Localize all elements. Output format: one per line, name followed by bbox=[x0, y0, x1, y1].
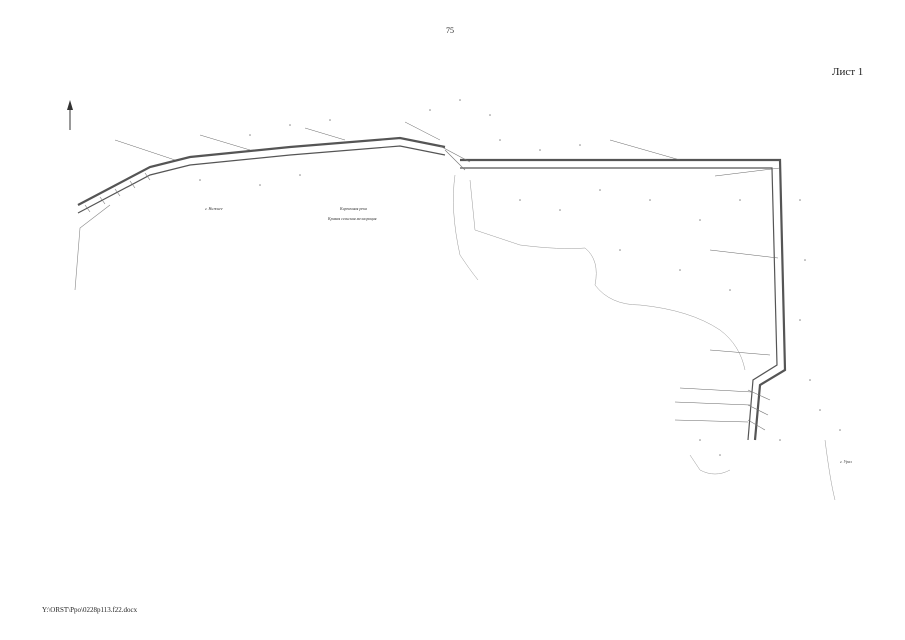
river-label-line1: Кирпичная река bbox=[339, 206, 367, 211]
village-label: г. Нижнее bbox=[205, 206, 223, 211]
route-hatching bbox=[84, 145, 771, 431]
file-path: Y:\ORST\Ppo\0228p113.f22.docx bbox=[42, 606, 138, 614]
pipeline-route bbox=[77, 136, 787, 441]
north-arrow bbox=[67, 100, 73, 130]
terrain-contour bbox=[453, 174, 836, 501]
page-number: 75 bbox=[446, 26, 454, 35]
settlement-label: г. Урал bbox=[840, 459, 852, 464]
leader-lines bbox=[114, 121, 781, 423]
sheet-label: Лист 1 bbox=[832, 66, 864, 78]
left-boundary-line bbox=[74, 204, 111, 291]
map-annotations: г. Нижнее Кирпичная река Кривая сельская… bbox=[205, 206, 852, 464]
river-label-line2: Кривая сельская мелиорация bbox=[327, 216, 377, 221]
survey-dots bbox=[199, 99, 841, 456]
